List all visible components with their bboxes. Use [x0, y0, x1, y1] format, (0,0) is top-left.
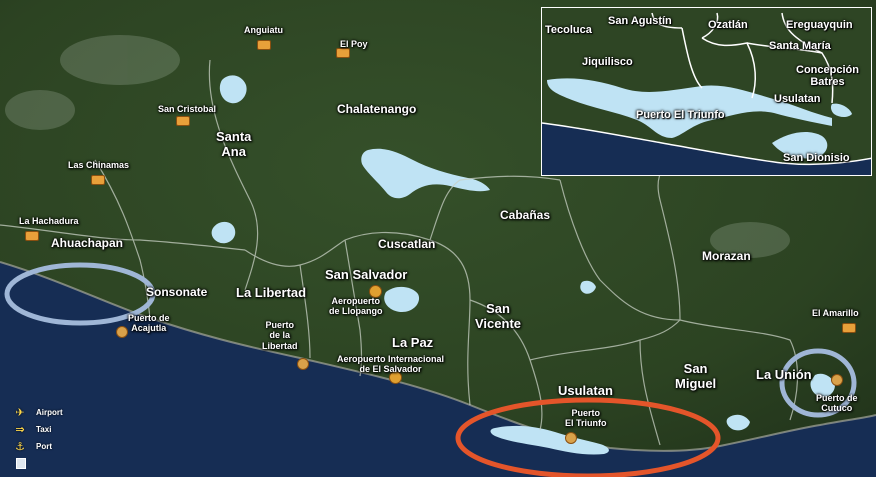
airport-icon: ✈ — [15, 407, 25, 419]
sea-icon — [16, 458, 26, 469]
place-label: Puerto de Acajutla — [128, 313, 170, 334]
place-label: Puerto de Cutuco — [816, 393, 858, 414]
inset-label: Usulatan — [774, 93, 821, 105]
port-icon — [565, 432, 577, 444]
port-icon — [297, 358, 309, 370]
department-label: La Unión — [756, 367, 812, 382]
department-label: La Libertad — [236, 285, 307, 300]
legend-label: Taxi — [36, 425, 52, 434]
ocean — [0, 262, 876, 477]
bay-jiquilisco — [490, 425, 609, 455]
place-label: San Cristobal — [158, 104, 217, 114]
department-label: Sonsonate — [146, 285, 208, 299]
place-label: Las Chinamas — [68, 160, 130, 170]
taxi-icon — [336, 48, 350, 58]
inset-label: Ozatlán — [708, 19, 748, 31]
place-label: La Hachadura — [19, 216, 79, 226]
highlight-sonsonate-coast — [4, 262, 156, 326]
taxi-icon — [842, 323, 856, 333]
legend-item: ✈ Airport — [12, 404, 63, 421]
inset-label: Ereguayquin — [786, 19, 853, 31]
legend-item — [12, 455, 63, 472]
taxi-icon — [91, 175, 105, 185]
place-label: Puerto de la Libertad — [262, 320, 298, 351]
inset-label: Jiquilisco — [582, 56, 633, 68]
inset-label: Puerto El Triunfo — [636, 109, 725, 121]
inset-label: San Dionisio — [783, 152, 850, 164]
department-label: San Salvador — [325, 267, 408, 282]
map-legend: ✈ Airport ⇒ Taxi ⚓ Port — [12, 404, 63, 472]
legend-label: Airport — [36, 408, 63, 417]
department-label: Morazan — [702, 249, 751, 263]
department-label: Cuscatlan — [378, 237, 436, 251]
department-label: San Vicente — [475, 301, 522, 331]
inset-label: Santa María — [769, 40, 831, 52]
taxi-icon: ⇒ — [15, 424, 25, 436]
legend-item: ⇒ Taxi — [12, 421, 63, 438]
inset-label: Tecoluca — [545, 24, 592, 36]
airport-icon — [389, 371, 402, 384]
place-label: El Poy — [340, 39, 368, 49]
port-icon — [116, 326, 128, 338]
department-label: La Paz — [392, 335, 434, 350]
place-label: Aeropuerto Internacional de El Salvador — [337, 354, 445, 375]
place-label: Puerto El Triunfo — [565, 408, 607, 429]
inset-label: San Agustín — [608, 15, 672, 27]
reservoir-cerron-grande — [361, 148, 490, 199]
department-label: Ahuachapan — [51, 236, 124, 250]
department-label: Santa Ana — [216, 129, 252, 159]
taxi-icon — [176, 116, 190, 126]
port-icon: ⚓ — [15, 441, 25, 453]
legend-label: Port — [36, 442, 52, 451]
inset-label: Concepción Batres — [796, 64, 859, 88]
lake-ilopango — [384, 286, 420, 312]
department-boundaries — [0, 59, 799, 446]
place-label: Anguiatu — [244, 25, 283, 35]
department-label: San Miguel — [675, 361, 717, 391]
highlight-puerto-el-triunfo — [455, 397, 721, 477]
place-label: Aeropuerto de Llopango — [329, 296, 383, 317]
port-icon — [831, 374, 843, 386]
legend-item: ⚓ Port — [12, 438, 63, 455]
department-label: Usulatan — [558, 383, 613, 398]
taxi-icon — [257, 40, 271, 50]
department-label: Chalatenango — [337, 102, 417, 116]
inset-map: Tecoluca San Agustín Ozatlán Ereguayquin… — [541, 7, 872, 176]
inset-base — [542, 8, 871, 175]
taxi-icon — [25, 231, 39, 241]
lake-coatepeque — [211, 221, 236, 244]
lake-guija — [219, 75, 247, 104]
airport-icon — [369, 285, 382, 298]
highlight-la-union — [779, 348, 857, 418]
place-label: El Amarillo — [812, 308, 859, 318]
department-label: Cabañas — [500, 208, 551, 222]
